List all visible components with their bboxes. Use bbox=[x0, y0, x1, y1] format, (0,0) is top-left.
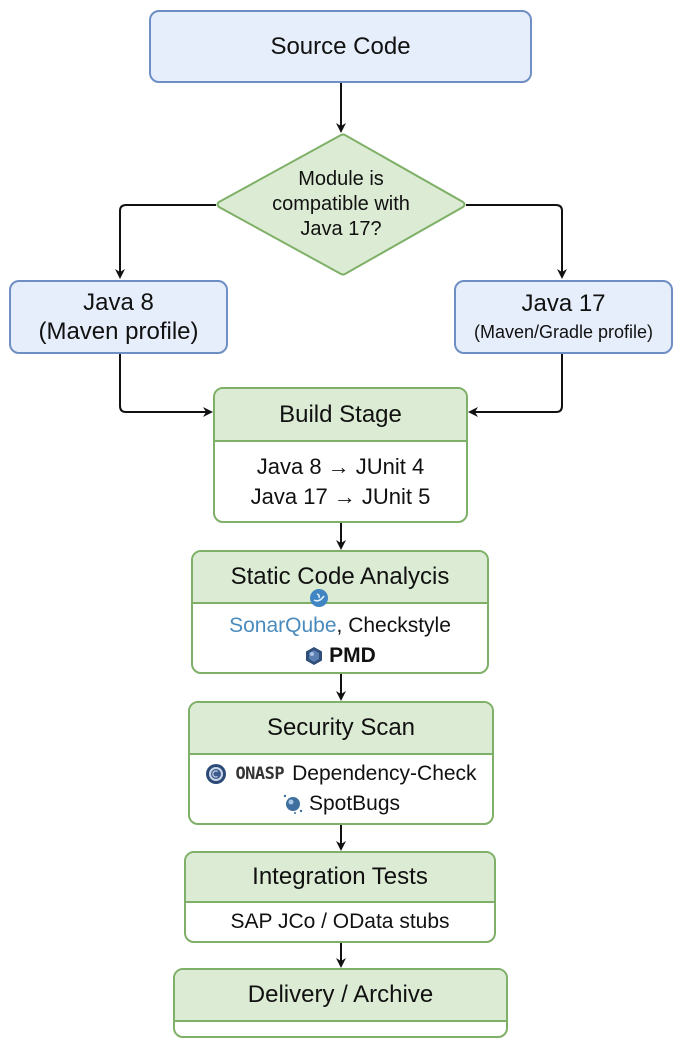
source-code-label: Source Code bbox=[270, 32, 411, 60]
build-stage-header: Build Stage bbox=[215, 389, 466, 442]
build-stage-body: Java 8 → JUnit 4 Java 17 → JUnit 5 bbox=[215, 442, 466, 521]
static-analysis-body: SonarQube, Checkstyle PMD bbox=[193, 604, 487, 672]
static-tools-row-2: PMD bbox=[304, 641, 376, 671]
build-stage-title: Build Stage bbox=[279, 400, 402, 428]
tool-separator: , bbox=[336, 614, 343, 637]
integration-tests-node: Integration Tests SAP JCo / OData stubs bbox=[184, 851, 496, 943]
static-tools-row-1: SonarQube, Checkstyle bbox=[229, 611, 451, 641]
security-tools-row-1: ONASP Dependency-Check bbox=[205, 759, 477, 789]
integration-tests-body: SAP JCo / OData stubs bbox=[186, 903, 494, 941]
java17-title: Java 17 bbox=[521, 290, 606, 317]
java17-compatibility-decision: Module is compatible with Java 17? bbox=[215, 133, 467, 276]
build-line-java8: Java 8 → JUnit 4 bbox=[256, 453, 425, 479]
spotbugs-label: SpotBugs bbox=[308, 792, 401, 815]
security-scan-body: ONASP Dependency-Check SpotBugs bbox=[190, 755, 492, 823]
delivery-archive-title: Delivery / Archive bbox=[247, 981, 434, 1008]
owasp-icon bbox=[206, 764, 227, 784]
sonarqube-icon bbox=[310, 589, 328, 607]
decision-line-1: Module is bbox=[298, 168, 384, 190]
spotbugs-icon bbox=[283, 794, 303, 814]
owasp-label: ONASP bbox=[235, 764, 285, 784]
delivery-archive-header: Delivery / Archive bbox=[175, 970, 506, 1022]
pmd-icon bbox=[306, 647, 323, 665]
static-analysis-title: Static Code Analycis bbox=[230, 563, 450, 590]
static-analysis-header: Static Code Analycis bbox=[193, 552, 487, 604]
source-code-node: Source Code bbox=[149, 10, 532, 83]
build-stage-node: Build Stage Java 8 → JUnit 4 Java 17 → J… bbox=[213, 387, 468, 523]
decision-diamond-shape bbox=[216, 133, 466, 276]
integration-tests-detail: SAP JCo / OData stubs bbox=[230, 910, 450, 933]
java8-subtitle: (Maven profile) bbox=[38, 318, 199, 345]
decision-line-3: Java 17? bbox=[300, 218, 382, 240]
pmd-label: PMD bbox=[329, 644, 376, 667]
dependency-check-label: Dependency-Check bbox=[292, 762, 477, 785]
security-scan-header: Security Scan bbox=[190, 703, 492, 755]
integration-tests-title: Integration Tests bbox=[252, 863, 428, 890]
edge-java8-to-build bbox=[119, 354, 213, 417]
checkstyle-label: Checkstyle bbox=[348, 614, 451, 637]
java8-node: Java 8 (Maven profile) bbox=[9, 280, 228, 354]
static-analysis-node: Static Code Analycis SonarQube, Checksty… bbox=[191, 550, 489, 674]
delivery-archive-node: Delivery / Archive bbox=[173, 968, 508, 1038]
edge-decision-to-java17 bbox=[466, 204, 567, 279]
edge-java17-to-build bbox=[468, 354, 563, 417]
java17-node: Java 17 (Maven/Gradle profile) bbox=[454, 280, 673, 354]
security-tools-row-2: SpotBugs bbox=[282, 789, 400, 819]
security-scan-title: Security Scan bbox=[266, 714, 416, 741]
edge-decision-to-java8 bbox=[115, 204, 216, 279]
java8-title: Java 8 bbox=[83, 289, 154, 316]
integration-tests-header: Integration Tests bbox=[186, 853, 494, 903]
decision-line-2: compatible with bbox=[272, 193, 410, 215]
java17-subtitle: (Maven/Gradle profile) bbox=[473, 322, 654, 342]
sonarqube-label: SonarQube bbox=[229, 614, 337, 637]
build-line-java17: Java 17 → JUnit 5 bbox=[250, 483, 431, 509]
security-scan-node: Security Scan ONASP Dependency-Check Spo… bbox=[188, 701, 494, 825]
